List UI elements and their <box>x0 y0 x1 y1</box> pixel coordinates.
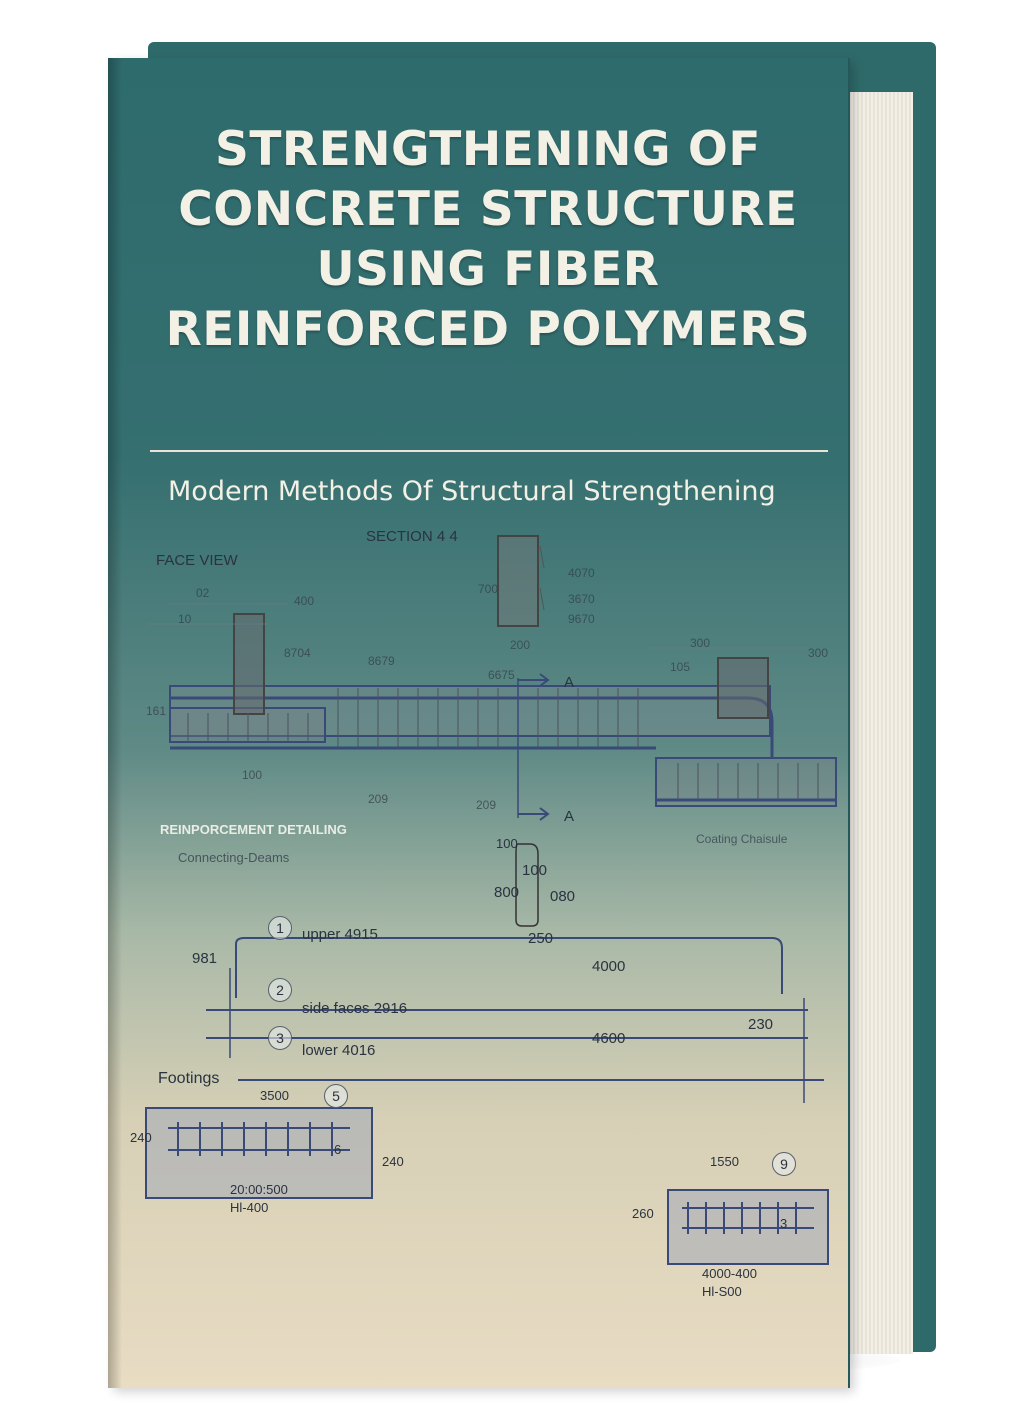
dim-label: 9670 <box>568 612 595 626</box>
footing-right-bars <box>682 1202 814 1234</box>
dim-label: 6675 <box>488 668 515 682</box>
footing-left-number: 5 <box>324 1084 348 1108</box>
bar-number-marker: 2 <box>268 978 292 1002</box>
dim-label: 161 <box>146 704 167 718</box>
book-front-cover: STRENGTHENING OF CONCRETE STRUCTURE USIN… <box>108 58 848 1388</box>
face-view-label: FACE VIEW <box>156 552 238 569</box>
bar-ticks <box>229 968 805 1103</box>
beam-dim: 230 <box>748 1016 774 1033</box>
book-title: STRENGTHENING OF CONCRETE STRUCTURE USIN… <box>128 120 848 360</box>
bar-number-marker: 3 <box>268 1026 292 1050</box>
stirrup-dim: 080 <box>550 888 576 905</box>
dim-label: 4070 <box>568 566 595 580</box>
section-arrow-label-bottom: A <box>564 808 575 825</box>
dim-label: 209 <box>368 792 389 806</box>
dim-label: 100 <box>242 768 263 782</box>
dim-label: 200 <box>510 638 531 652</box>
footing-right-spec: 4000-400 <box>702 1266 757 1281</box>
beam-lower-right <box>655 757 837 807</box>
title-divider <box>150 450 828 452</box>
dim-label: 300 <box>690 636 711 650</box>
footings-label: Footings <box>158 1070 220 1087</box>
footing-right-inner-number: 3 <box>780 1216 788 1231</box>
dim-label: 400 <box>294 594 315 608</box>
dim-label: 3670 <box>568 592 595 606</box>
beam-dim: 981 <box>192 950 218 967</box>
book-pages-edge <box>842 92 913 1354</box>
footing-left-side-dim: 240 <box>382 1154 404 1169</box>
beam-dim: 4600 <box>592 1030 626 1047</box>
bar-label: upper 4915 <box>302 926 378 943</box>
section-arrow-label-top: A <box>564 674 575 691</box>
footing-left-top-dim: 3500 <box>260 1088 289 1103</box>
footing-left-spec: 20:00:500 <box>230 1182 288 1197</box>
title-line: CONCRETE STRUCTURE <box>178 182 798 237</box>
beam-dim: 4000 <box>592 958 626 975</box>
section-box <box>497 535 539 627</box>
stirrup-dim: 250 <box>528 930 554 947</box>
footing-right-number: 9 <box>772 1152 796 1176</box>
dim-label: 02 <box>196 586 210 600</box>
stirrup-dim: 100 <box>496 836 518 851</box>
dim-label: 8679 <box>368 654 395 668</box>
section-bracket <box>539 545 545 611</box>
stirrup-dim: 800 <box>494 884 520 901</box>
footing-left-side-dim: 240 <box>130 1130 152 1145</box>
bar-lower <box>206 1009 808 1039</box>
title-line: REINFORCED POLYMERS <box>165 302 811 357</box>
spine-edge <box>108 58 122 1388</box>
footing-left-inner-number: 6 <box>334 1142 342 1157</box>
dim-label: 8704 <box>284 646 311 660</box>
footing-left-bars <box>168 1122 350 1156</box>
connecting-beams-label: Connecting-Deams <box>178 850 290 865</box>
section-arrow-bottom <box>518 807 550 821</box>
book-subtitle: Modern Methods Of Structural Strengtheni… <box>168 476 776 507</box>
title-line: USING FIBER <box>316 242 660 297</box>
beam-hatch <box>187 688 819 800</box>
footing-left-box <box>145 1107 373 1199</box>
dim-label: 700 <box>478 582 499 596</box>
side-note-label: Coating Chaisule <box>696 832 788 846</box>
dim-label: 209 <box>476 798 497 812</box>
dimension-lines <box>148 603 808 709</box>
stirrup-shape <box>515 843 539 927</box>
section-arrow-top <box>518 673 550 687</box>
footing-right-spec: Hl-S00 <box>702 1284 742 1299</box>
dim-label: 10 <box>178 612 192 626</box>
title-line: STRENGTHENING OF <box>215 122 761 177</box>
structural-drawing <box>145 535 837 1265</box>
bar-number-marker: 1 <box>268 916 292 940</box>
footing-right-top-dim: 1550 <box>710 1154 739 1169</box>
bar-label: lower 4016 <box>302 1042 376 1059</box>
dim-label: 300 <box>808 646 829 660</box>
footing-left-spec: Hl-400 <box>230 1200 269 1215</box>
column-right <box>717 657 769 719</box>
reinforcement-detailing-label: REINPORCEMENT DETAILING <box>160 822 347 837</box>
section-label: SECTION 4 4 <box>366 528 458 545</box>
footing-right-side-dim: 260 <box>632 1206 654 1221</box>
stirrup-dim: 100 <box>522 862 548 879</box>
dim-label: 105 <box>670 660 691 674</box>
bar-label: side faces 2916 <box>302 1000 408 1017</box>
bar-upper <box>235 937 783 998</box>
column-left <box>233 613 265 715</box>
